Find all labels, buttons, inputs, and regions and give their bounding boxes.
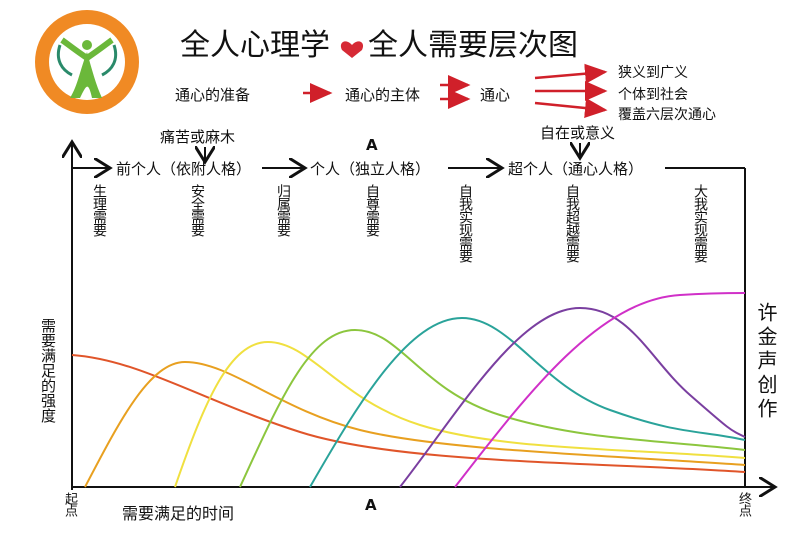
origin-label: 起点 bbox=[62, 492, 77, 516]
meaning-label: 自在或意义 bbox=[540, 124, 616, 142]
title-left: 全人心理学 bbox=[180, 28, 330, 63]
flow-arrows bbox=[303, 63, 608, 118]
outcome-3: 覆盖六层次通心 bbox=[618, 107, 716, 123]
need-self-actualization: 自我实现需要 bbox=[457, 184, 473, 262]
axes bbox=[72, 142, 775, 490]
pain-label: 痛苦或麻木 bbox=[160, 128, 236, 146]
stage-personal: 个人（独立人格） bbox=[310, 160, 431, 178]
need-self-transcendence: 自我超越需要 bbox=[564, 184, 580, 262]
outcome-1: 狭义到广义 bbox=[618, 65, 688, 81]
marker-a-top: A bbox=[366, 136, 378, 154]
curve-self-transcendence bbox=[399, 306, 746, 488]
heart-icon bbox=[340, 41, 364, 58]
need-esteem: 自尊需要 bbox=[364, 184, 380, 236]
outcome-2: 个体到社会 bbox=[618, 87, 688, 103]
need-safety: 安全需要 bbox=[189, 184, 205, 236]
flow-step-3: 通心 bbox=[480, 86, 511, 104]
stage-transpersonal: 超个人（通心人格） bbox=[508, 160, 644, 178]
logo bbox=[35, 10, 139, 114]
end-label: 终点 bbox=[736, 492, 751, 516]
curve-esteem bbox=[239, 328, 746, 488]
need-physiological: 生理需要 bbox=[91, 184, 107, 236]
curve-physiological bbox=[71, 354, 746, 473]
y-axis-label: 需要满足的强度 bbox=[39, 318, 57, 423]
flow-step-1: 通心的准备 bbox=[175, 86, 251, 104]
curve-greater-self bbox=[454, 292, 746, 488]
x-axis-label: 需要满足的时间 bbox=[122, 504, 235, 523]
stage-pre-personal: 前个人（依附人格） bbox=[116, 160, 252, 178]
need-greater-self: 大我实现需要 bbox=[692, 184, 708, 262]
title-right: 全人需要层次图 bbox=[368, 28, 578, 63]
flow-step-2: 通心的主体 bbox=[345, 86, 421, 104]
need-belonging: 归属需要 bbox=[275, 184, 291, 236]
curve-safety bbox=[84, 360, 746, 488]
author-credit: 许金声创作 bbox=[754, 302, 778, 422]
curve-self-actualization bbox=[309, 316, 746, 488]
marker-a-bottom: A bbox=[365, 496, 377, 514]
curve-belonging bbox=[174, 340, 746, 488]
